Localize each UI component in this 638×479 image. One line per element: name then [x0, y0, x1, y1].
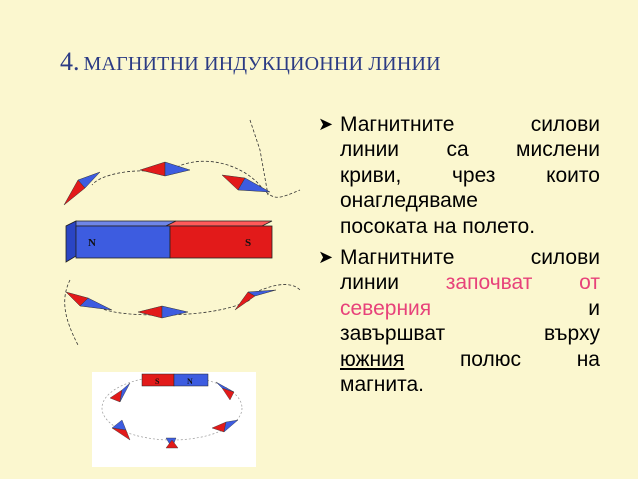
small-magnet-north-pole [173, 373, 209, 387]
title-number: 4. [60, 47, 80, 76]
magnet-south-label: S [245, 237, 251, 249]
bullet-2-line-6: магнита. [340, 373, 424, 397]
bullet-1-line-3: криви, чрез които [340, 163, 600, 187]
bullet-1-line-5: посоката на полето. [340, 214, 536, 238]
compass-needle [65, 291, 113, 311]
magnet-south-pole [169, 225, 273, 259]
compass-needle [211, 419, 239, 433]
magnet-north-pole [75, 225, 171, 259]
bullet-list: ➤ Магнитните силови линии са мислени кри… [318, 112, 600, 403]
compass-needle [234, 289, 277, 311]
bar-magnet-large: N S [65, 220, 273, 263]
compass-needle [111, 419, 131, 441]
bullet-item-2: ➤ Магнитните силови линии започват от се… [318, 245, 600, 397]
small-compass-needles [109, 381, 239, 449]
bullet-1-line-1: Магнитните силови [340, 113, 600, 136]
small-magnet-figure: S N [92, 372, 256, 467]
bullet-2-line-1: Магнитните силови [340, 246, 600, 270]
small-magnet-north-label: N [187, 377, 193, 386]
bullet-item-1: ➤ Магнитните силови линии са мислени кри… [318, 112, 600, 239]
arrowhead-bullet-icon: ➤ [318, 114, 334, 134]
compass-needles-large [63, 161, 277, 319]
bullet-2-line-4: завършват върху [340, 322, 600, 346]
arrowhead-bullet-icon: ➤ [318, 247, 334, 268]
bullet-1-line-4: онагледяваме [340, 189, 478, 213]
bullet-2-line-2: линии започват от [340, 271, 600, 295]
slide-title: 4. МАГНИТНИ ИНДУКЦИОННИ ЛИНИИ [60, 47, 441, 77]
bullet-2-line-5: южния полюс на [340, 347, 600, 371]
bullet-1-line-2: линии са мислени [340, 138, 600, 162]
compass-needle [221, 174, 271, 193]
small-magnet-south-label: S [155, 377, 160, 386]
compass-needle [139, 161, 191, 177]
compass-needle [137, 305, 189, 319]
bullet-2-line-3: северния и [340, 296, 600, 320]
compass-needle [165, 437, 179, 449]
magnet-north-label: N [88, 237, 96, 249]
compass-needle [109, 382, 131, 403]
title-text: МАГНИТНИ ИНДУКЦИОННИ ЛИНИИ [83, 53, 441, 75]
compass-needle [215, 381, 235, 401]
compass-needle [63, 171, 101, 206]
